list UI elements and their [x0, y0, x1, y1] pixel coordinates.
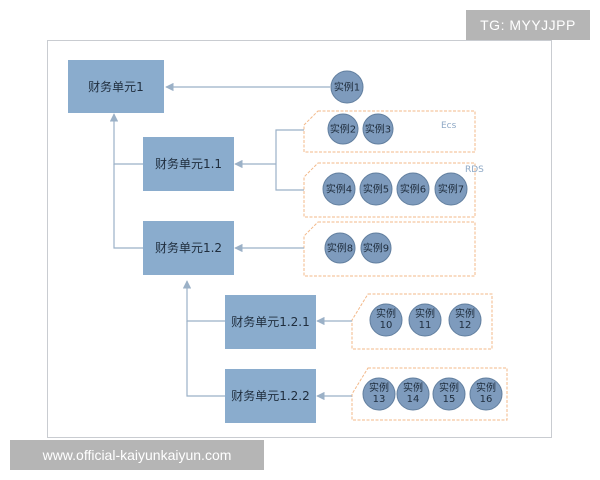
instance-node-7: 实例7 [434, 172, 468, 206]
connector-bracket-u11 [275, 129, 304, 191]
instance-label: 14 [407, 394, 420, 405]
instance-label: 实例 [369, 381, 389, 394]
instance-label: 实例 [476, 381, 496, 394]
unit-1: 财务单元1 [68, 60, 164, 113]
instance-label: 实例7 [438, 183, 464, 196]
group-rds [303, 162, 476, 218]
instance-circle [362, 113, 394, 145]
instance-label: 实例9 [363, 242, 389, 255]
unit-1-2-2: 财务单元1.2.2 [225, 369, 316, 423]
group-ecs-label: Ecs [441, 121, 457, 131]
instance-circle [396, 172, 430, 206]
instance-node-1: 实例1 [330, 70, 364, 104]
instance-label: 11 [419, 320, 432, 331]
instance-label: 实例 [455, 307, 475, 320]
instance-label: 实例1 [334, 81, 360, 94]
group-unit122 [351, 367, 508, 421]
instance-node-3: 实例3 [362, 113, 394, 145]
instance-label: 实例8 [327, 242, 353, 255]
group-unit12 [303, 221, 476, 277]
connector-u11-u1 [109, 113, 143, 165]
instance-circle [327, 113, 359, 145]
instance-circle [362, 377, 396, 411]
group-rds-label: RDS [465, 165, 484, 175]
connector-u121-u12 [182, 280, 225, 322]
unit-1-2-2-label: 财务单元1.2.2 [231, 388, 310, 403]
watermark-top: TG: MYYJJPP [466, 10, 590, 40]
instance-node-5: 实例5 [359, 172, 393, 206]
instance-node-6: 实例6 [396, 172, 430, 206]
unit-1-2-1: 财务单元1.2.1 [225, 295, 316, 349]
instance-label: 16 [480, 394, 493, 405]
watermark-bottom: www.official-kaiyunkaiyun.com [10, 440, 264, 470]
unit-1-label: 财务单元1 [88, 79, 144, 94]
instance-node-4: 实例4 [322, 172, 356, 206]
instance-circle [432, 377, 466, 411]
connector-u122-u12 [186, 321, 225, 397]
instance-node-9: 实例9 [360, 232, 392, 264]
instance-label: 实例 [439, 381, 459, 394]
unit-1-2-label: 财务单元1.2 [155, 240, 222, 255]
unit-1-2-1-label: 财务单元1.2.1 [231, 314, 310, 329]
instance-circle [369, 303, 403, 337]
instance-circle [360, 232, 392, 264]
instance-node-2: 实例2 [327, 113, 359, 145]
connector-u12-u1 [113, 164, 143, 249]
instance-label: 实例 [403, 381, 423, 394]
instance-label: 实例5 [363, 183, 389, 196]
instance-label: 15 [443, 394, 456, 405]
instance-circle [324, 232, 356, 264]
unit-1-2: 财务单元1.2 [143, 221, 234, 275]
instance-circle [322, 172, 356, 206]
instance-label: 10 [380, 320, 393, 331]
instance-circle [434, 172, 468, 206]
instance-circle [330, 70, 364, 104]
instance-label: 实例6 [400, 183, 426, 196]
group-ecs [303, 110, 476, 153]
instance-label: 实例3 [365, 123, 391, 136]
instance-label: 实例 [415, 307, 435, 320]
instance-label: 实例4 [326, 183, 352, 196]
instance-circle [469, 377, 503, 411]
instance-label: 13 [373, 394, 386, 405]
instance-circle [396, 377, 430, 411]
instance-circle [448, 303, 482, 337]
instance-node-8: 实例8 [324, 232, 356, 264]
group-unit121 [351, 293, 493, 350]
instance-label: 实例 [376, 307, 396, 320]
unit-1-1-label: 财务单元1.1 [155, 156, 222, 171]
instance-label: 实例2 [330, 123, 356, 136]
unit-1-1: 财务单元1.1 [143, 137, 234, 191]
instance-label: 12 [459, 320, 472, 331]
instance-circle [408, 303, 442, 337]
instance-circle [359, 172, 393, 206]
